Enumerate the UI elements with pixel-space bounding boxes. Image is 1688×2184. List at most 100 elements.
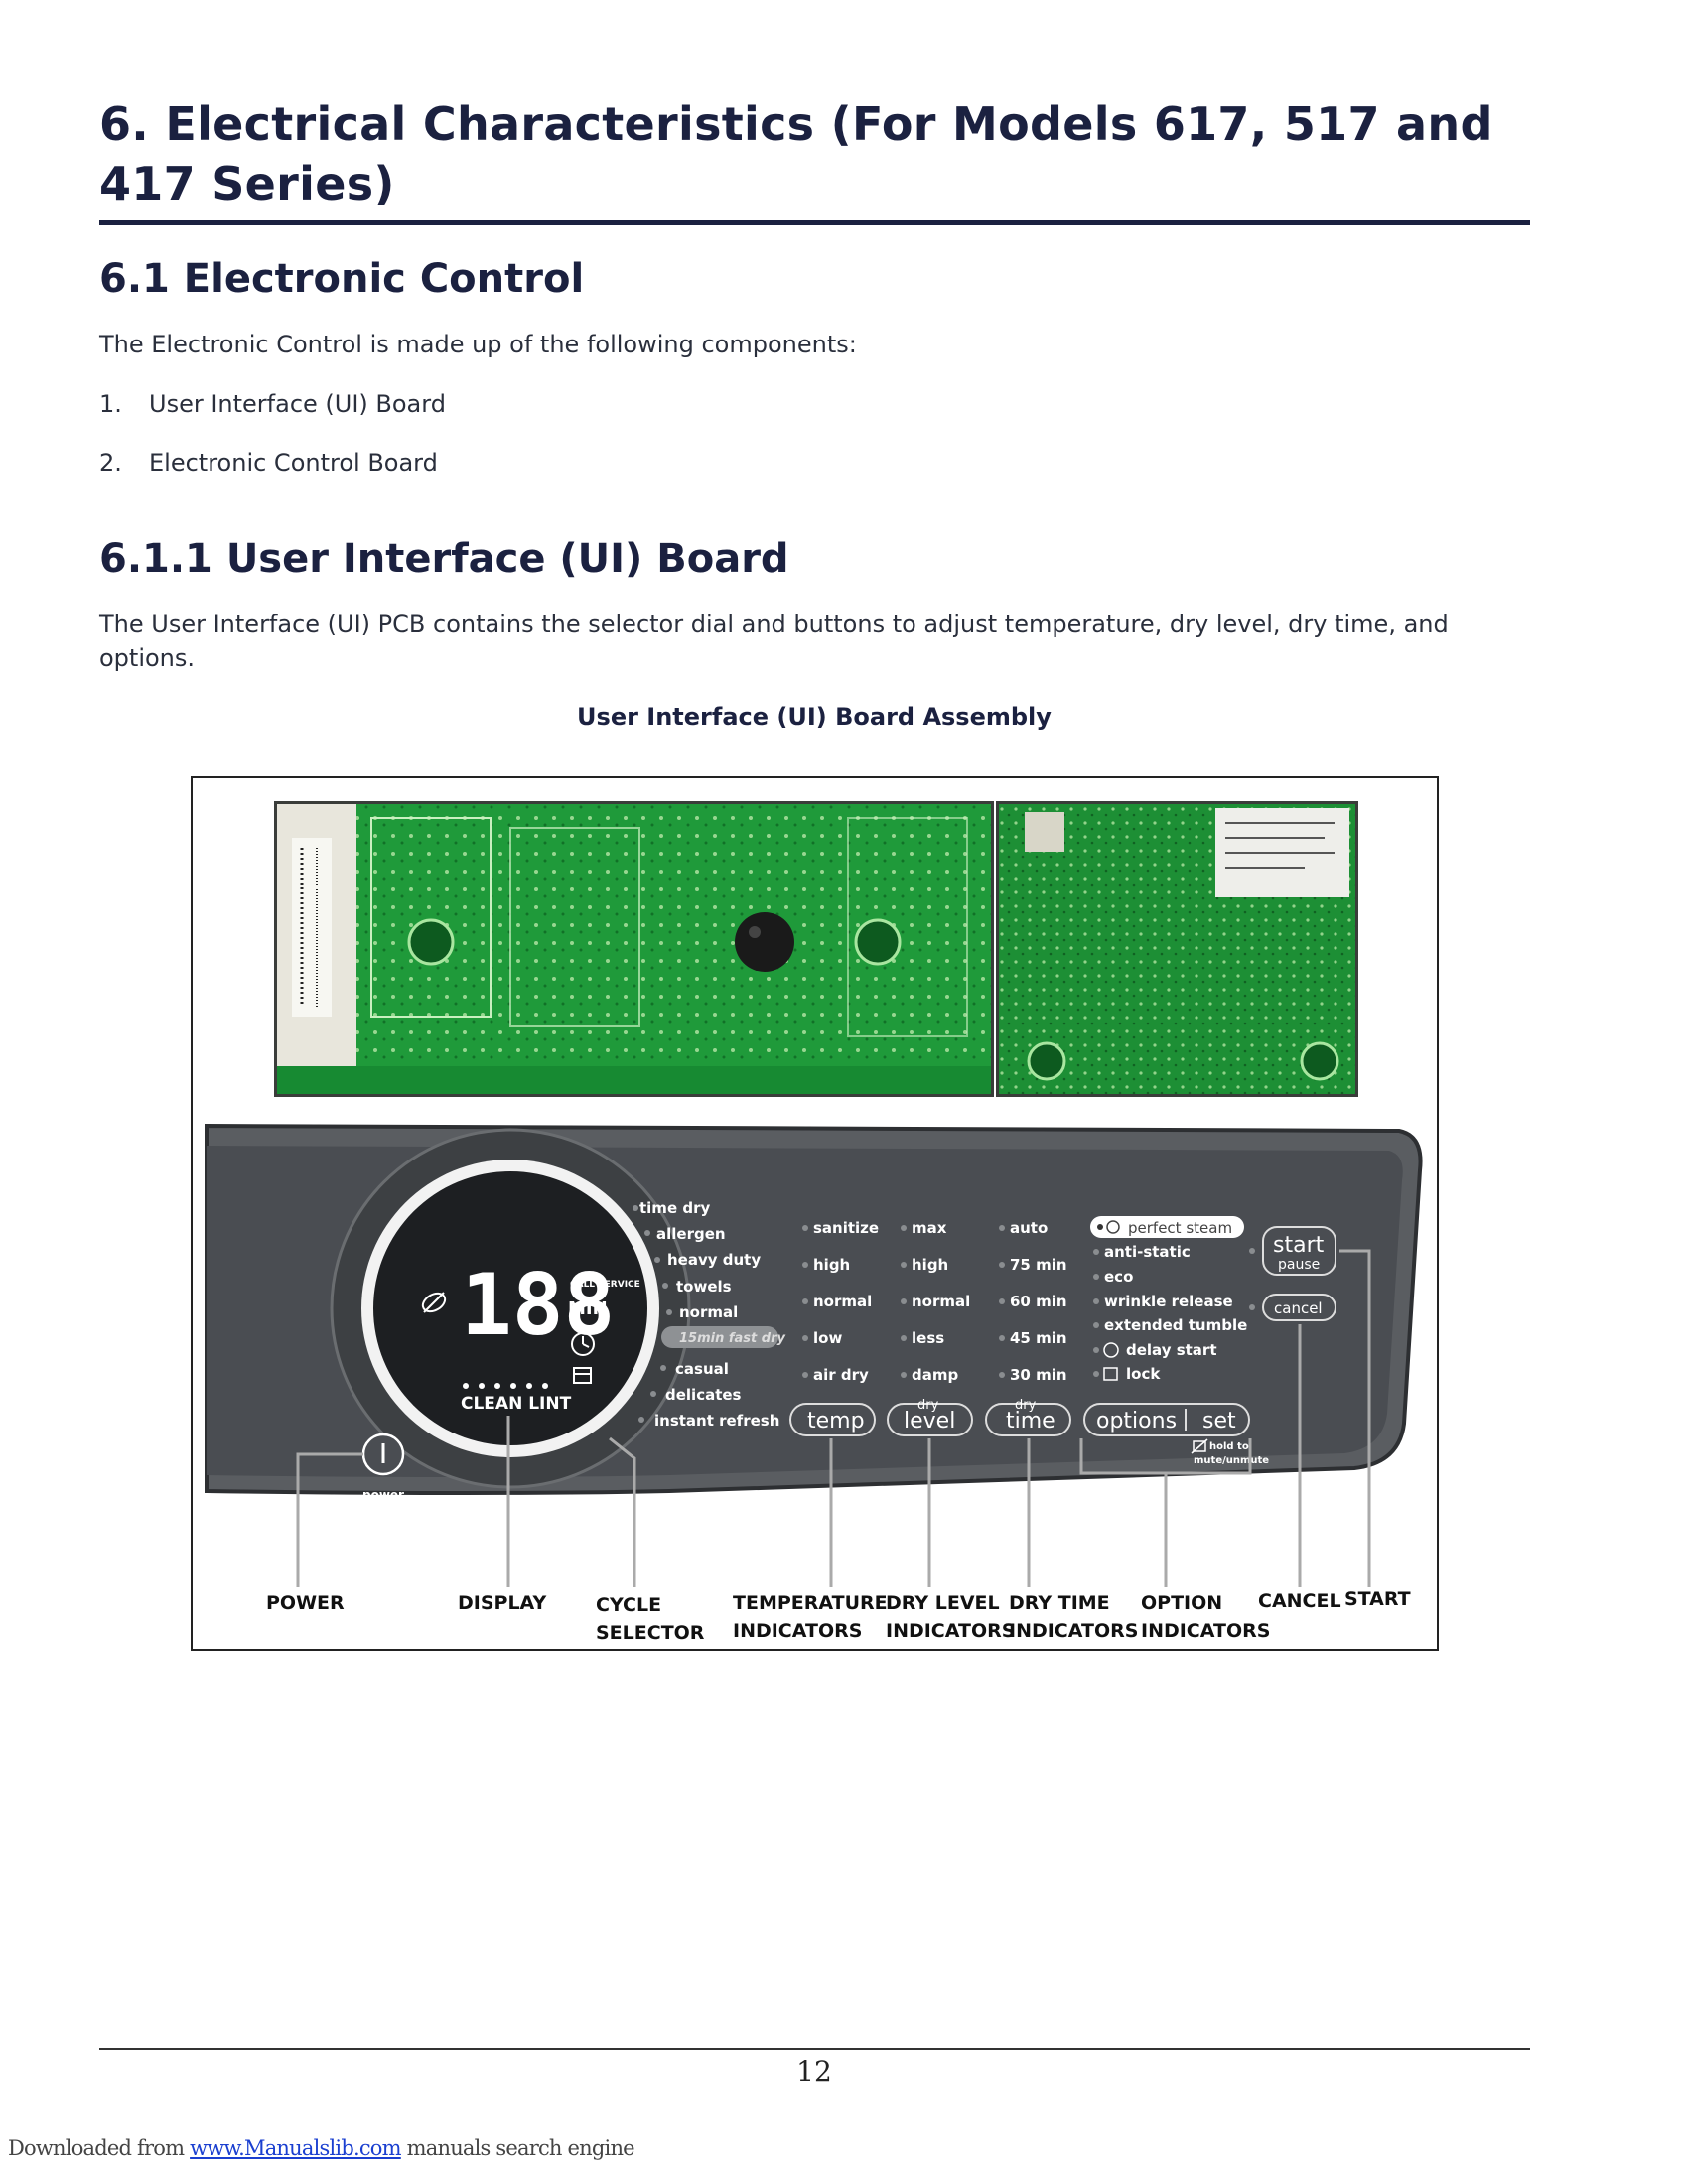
list-item: User Interface (UI) Board [149, 390, 446, 418]
clean-lint-indicator: CLEAN LINT [461, 1394, 572, 1414]
cycle-heavy-duty[interactable]: heavy duty [667, 1251, 761, 1269]
svg-text:set: set [1202, 1409, 1236, 1433]
mute-icon [1191, 1438, 1208, 1454]
option-wrinkle-release: wrinkle release [1104, 1293, 1233, 1310]
pcb-photo-front [274, 801, 994, 1097]
figure-caption: User Interface (UI) Board Assembly [577, 703, 1052, 731]
download-suffix: manuals search engine [400, 2136, 635, 2160]
options-set-button[interactable]: options set [1083, 1403, 1250, 1436]
delay-start-clock-icon [1103, 1342, 1119, 1358]
progress-dots [463, 1383, 548, 1389]
temp-air-dry: air dry [813, 1366, 869, 1384]
time-75: 75 min [1010, 1256, 1067, 1274]
svg-text:cancel: cancel [1274, 1299, 1323, 1317]
callout-power: POWER [266, 1592, 345, 1614]
power-button[interactable]: power [361, 1433, 405, 1502]
display: 188 CALL SERVICE MIN CLEAN LINT [421, 1256, 640, 1414]
call-service-indicator: CALL SERVICE [570, 1280, 640, 1290]
cancel-button[interactable]: cancel [1249, 1294, 1336, 1321]
pcb-photo-back [996, 801, 1358, 1097]
callout-cycle-1: CYCLE [596, 1594, 661, 1616]
level-less: less [912, 1329, 944, 1347]
temp-normal: normal [813, 1293, 872, 1310]
callout-time-2: INDICATORS [1009, 1620, 1138, 1642]
start-pause-button[interactable]: start pause [1249, 1226, 1336, 1276]
option-perfect-steam: perfect steam [1128, 1219, 1232, 1237]
heading-rule [99, 220, 1530, 225]
cycle-towels[interactable]: towels [676, 1278, 732, 1296]
level-max: max [912, 1219, 947, 1237]
clock-icon [571, 1332, 595, 1356]
footer-rule [99, 2048, 1530, 2050]
time-60: 60 min [1010, 1293, 1067, 1310]
temp-button[interactable]: temp [789, 1403, 876, 1436]
page-heading: 6. Electrical Characteristics (For Model… [99, 97, 1493, 210]
callout-level-1: DRY LEVEL [886, 1592, 1000, 1614]
option-lock-icon [1103, 1367, 1118, 1381]
option-lock: lock [1126, 1365, 1161, 1383]
callout-display: DISPLAY [458, 1592, 546, 1614]
section-heading: 6.1 Electronic Control [99, 256, 585, 302]
subsection-heading: 6.1.1 User Interface (UI) Board [99, 536, 789, 582]
level-normal: normal [912, 1293, 970, 1310]
callout-lines [296, 1249, 1371, 1587]
svg-text:options: options [1096, 1409, 1177, 1433]
callout-option-2: INDICATORS [1141, 1620, 1270, 1642]
option-anti-static: anti-static [1104, 1243, 1191, 1261]
callout-temp-2: INDICATORS [733, 1620, 862, 1642]
svg-text:dry: dry [1015, 1398, 1037, 1413]
steam-icon [1106, 1220, 1120, 1234]
cycle-allergen[interactable]: allergen [656, 1225, 726, 1243]
min-indicator: MIN [568, 1298, 608, 1319]
temp-high: high [813, 1256, 850, 1274]
callout-cycle-2: SELECTOR [596, 1622, 705, 1644]
ui-description: The User Interface (UI) PCB contains the… [99, 611, 1449, 672]
option-delay-start: delay start [1126, 1341, 1217, 1359]
list-number: 1. [99, 390, 122, 418]
temp-sanitize: sanitize [813, 1219, 879, 1237]
cycle-casual[interactable]: casual [675, 1360, 729, 1378]
list-item: Electronic Control Board [149, 449, 438, 477]
svg-text:level: level [904, 1409, 955, 1433]
callout-cancel: CANCEL [1258, 1590, 1341, 1612]
callout-temp-1: TEMPERATURE [733, 1592, 888, 1614]
manualslib-link[interactable]: www.Manualslib.com [190, 2136, 401, 2160]
dry-time-button[interactable]: dry time [985, 1398, 1071, 1436]
svg-text:pause: pause [1278, 1257, 1320, 1273]
download-footer: Downloaded from www.Manualslib.com manua… [8, 2136, 635, 2160]
power-label: power [362, 1488, 404, 1502]
time-45: 45 min [1010, 1329, 1067, 1347]
callout-level-2: INDICATORS [886, 1620, 1015, 1642]
callout-time-1: DRY TIME [1009, 1592, 1110, 1614]
time-30: 30 min [1010, 1366, 1067, 1384]
callout-start: START [1344, 1588, 1411, 1610]
temp-low: low [813, 1329, 842, 1347]
leaf-icon [421, 1292, 447, 1313]
svg-text:dry: dry [917, 1398, 939, 1413]
cycle-time-dry[interactable]: time dry [639, 1199, 710, 1217]
option-extended-tumble: extended tumble [1104, 1316, 1247, 1334]
cycle-delicates[interactable]: delicates [665, 1386, 742, 1404]
cycle-instant-refresh[interactable]: instant refresh [654, 1412, 779, 1430]
svg-text:time: time [1006, 1409, 1055, 1433]
callout-option-1: OPTION [1141, 1592, 1222, 1614]
svg-text:temp: temp [807, 1409, 865, 1433]
svg-text:start: start [1273, 1233, 1325, 1258]
lock-icon [573, 1367, 592, 1384]
download-prefix: Downloaded from [8, 2136, 191, 2160]
hold-note-2: mute/unmute [1194, 1455, 1269, 1466]
ui-board-figure: 188 CALL SERVICE MIN CLEAN LINT power [191, 776, 1439, 1651]
cycle-selector-dial[interactable] [330, 1128, 691, 1489]
option-eco: eco [1104, 1268, 1133, 1286]
time-auto: auto [1010, 1219, 1048, 1237]
display-digits: 188 [461, 1256, 615, 1355]
intro-text: The Electronic Control is made up of the… [99, 331, 857, 358]
cycle-fast-dry[interactable]: 15min fast dry [679, 1331, 785, 1346]
page-number: 12 [796, 2055, 832, 2088]
list-number: 2. [99, 449, 122, 477]
dry-level-button[interactable]: dry level [887, 1398, 973, 1436]
level-high: high [912, 1256, 948, 1274]
hold-note-1: hold to [1209, 1441, 1249, 1452]
cycle-normal[interactable]: normal [679, 1303, 738, 1321]
level-damp: damp [912, 1366, 958, 1384]
